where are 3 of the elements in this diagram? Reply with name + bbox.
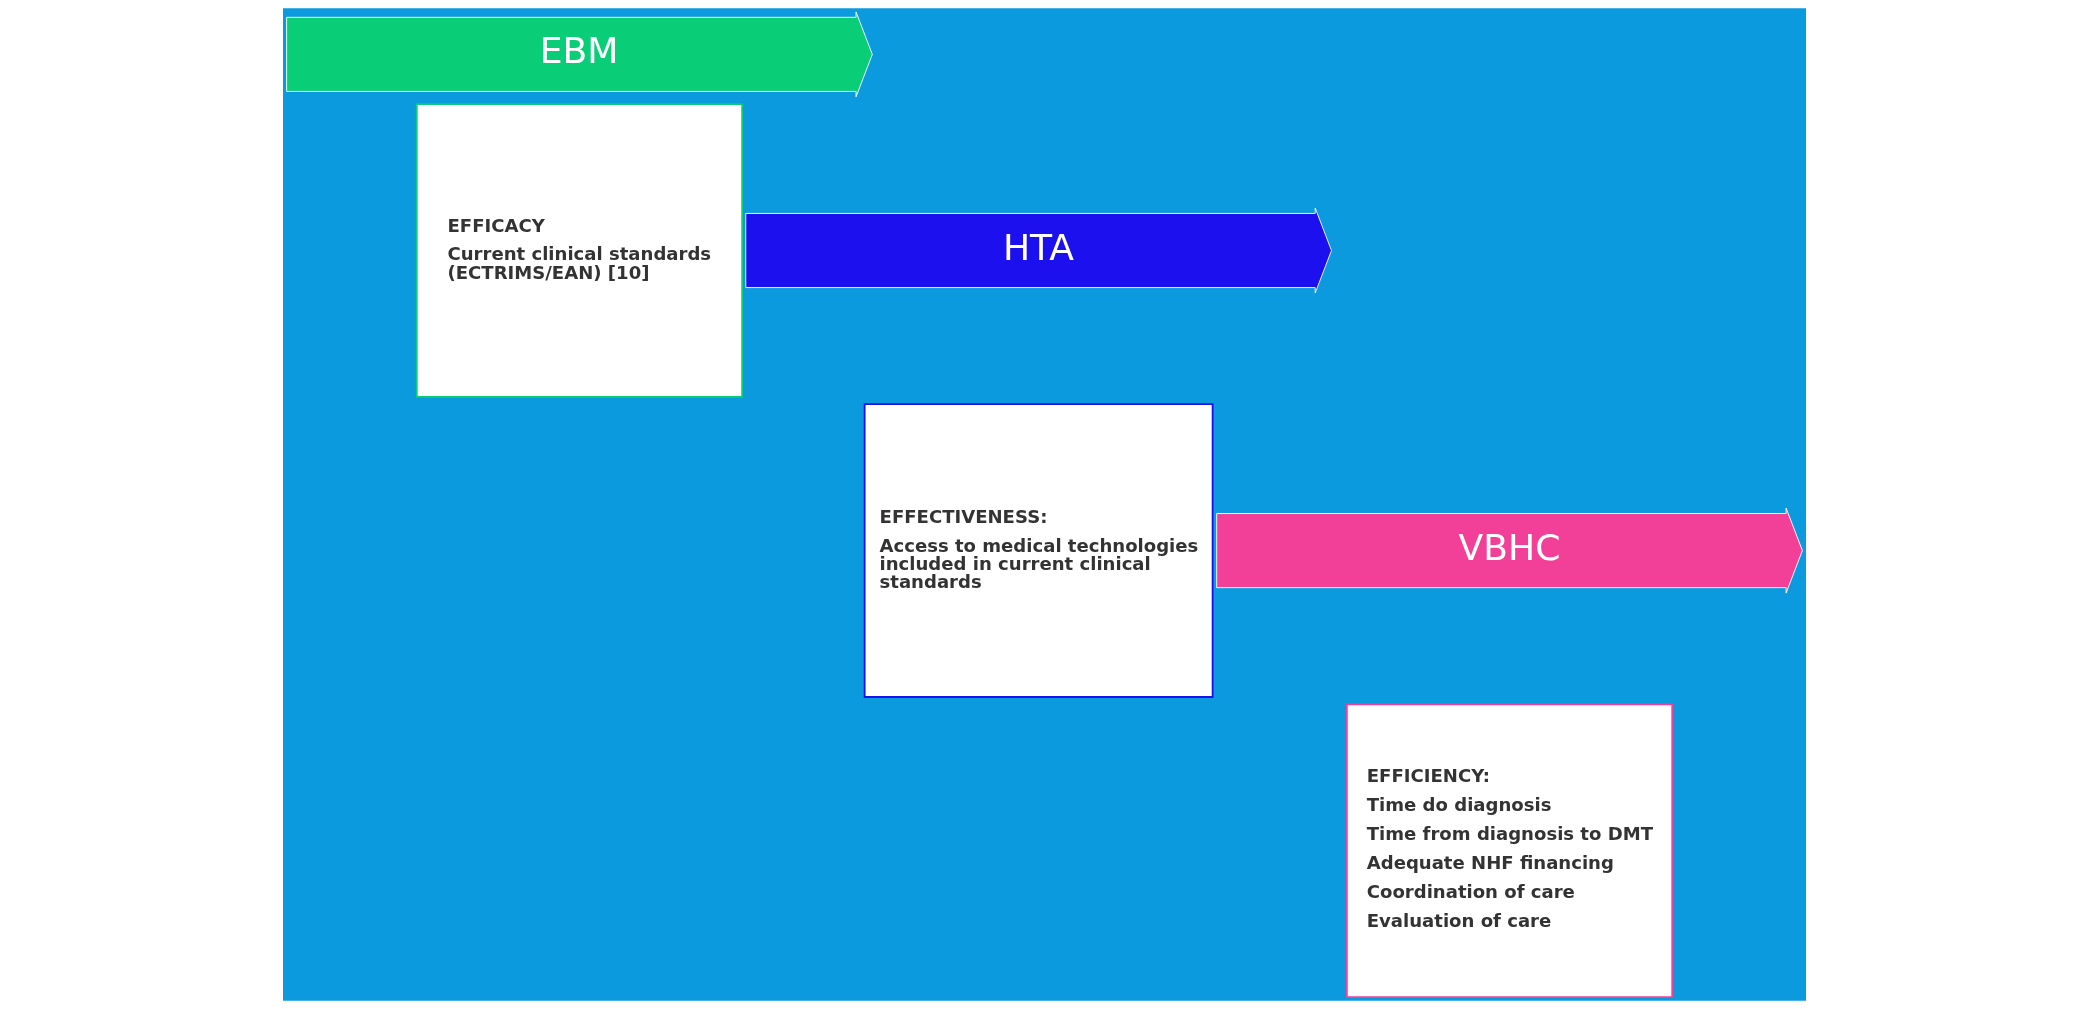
node-box: EFFICIENCY: Time do diagnosis Time from diagnosis to DMT Adequate NHF financing Coordination of care Evaluation of care bbox=[1345, 703, 1674, 998]
node-box: EFFECTIVENESS: Access to medical technologies included in current clinical standards bbox=[863, 403, 1214, 698]
node-box: EFFICACY Current clinical standards (ECTRIMS/EAN) [10] bbox=[415, 103, 744, 398]
